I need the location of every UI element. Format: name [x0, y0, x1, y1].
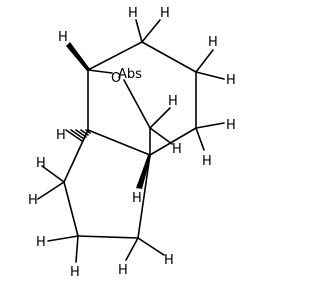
- bond-c1-o: [87, 69, 113, 74]
- hydrogen-label: H: [202, 154, 212, 169]
- hydrogen-label: H: [36, 156, 46, 171]
- stereo-bonds: [65, 42, 151, 189]
- skeleton-bonds: [63, 41, 197, 239]
- hash-bond-c6-h: [65, 129, 91, 142]
- oxygen-label: O: [111, 71, 121, 86]
- hydrogen-label: H: [56, 128, 66, 143]
- bond-c1-c2: [87, 41, 143, 71]
- hydrogen-label: H: [36, 235, 46, 250]
- structure-diagram: O Abs H H H H H H H H H H H H H H H H H: [28, 6, 236, 280]
- hydrogen-label: H: [160, 6, 170, 21]
- hydrogen-label: H: [226, 73, 236, 88]
- hydrogen-label: H: [128, 6, 138, 21]
- hydrogen-label: H: [208, 35, 218, 50]
- bond-c2-c3: [141, 41, 197, 73]
- hydrogen-label: H: [172, 142, 182, 157]
- hydrogen-bonds: [37, 19, 225, 263]
- bond-o-bridge: [123, 79, 151, 129]
- bond-c4-c5: [149, 127, 197, 156]
- molecule-drawing: O Abs H H H H H H H H H H H H H H H H H: [28, 6, 236, 280]
- hydrogen-label: H: [132, 191, 142, 206]
- abs-stereo-label: Abs: [118, 67, 142, 82]
- bond-c9-c5: [137, 154, 151, 239]
- hydrogen-label: H: [118, 263, 128, 278]
- hydrogen-label: H: [28, 193, 38, 208]
- hydrogen-label: H: [70, 265, 80, 280]
- hydrogen-label: H: [226, 118, 236, 133]
- bond-c7-c8: [63, 181, 79, 237]
- bond-c8-c9: [77, 235, 139, 239]
- hydrogen-label: H: [164, 253, 174, 268]
- wedge-bond-c1-h: [66, 42, 90, 71]
- hydrogen-labels: H H H H H H H H H H H H H H H H H: [28, 6, 236, 280]
- hydrogen-label: H: [168, 94, 178, 109]
- hydrogen-label: H: [58, 30, 68, 45]
- wedge-bond-c5-h: [136, 155, 151, 189]
- bond-c6-c5: [87, 129, 151, 156]
